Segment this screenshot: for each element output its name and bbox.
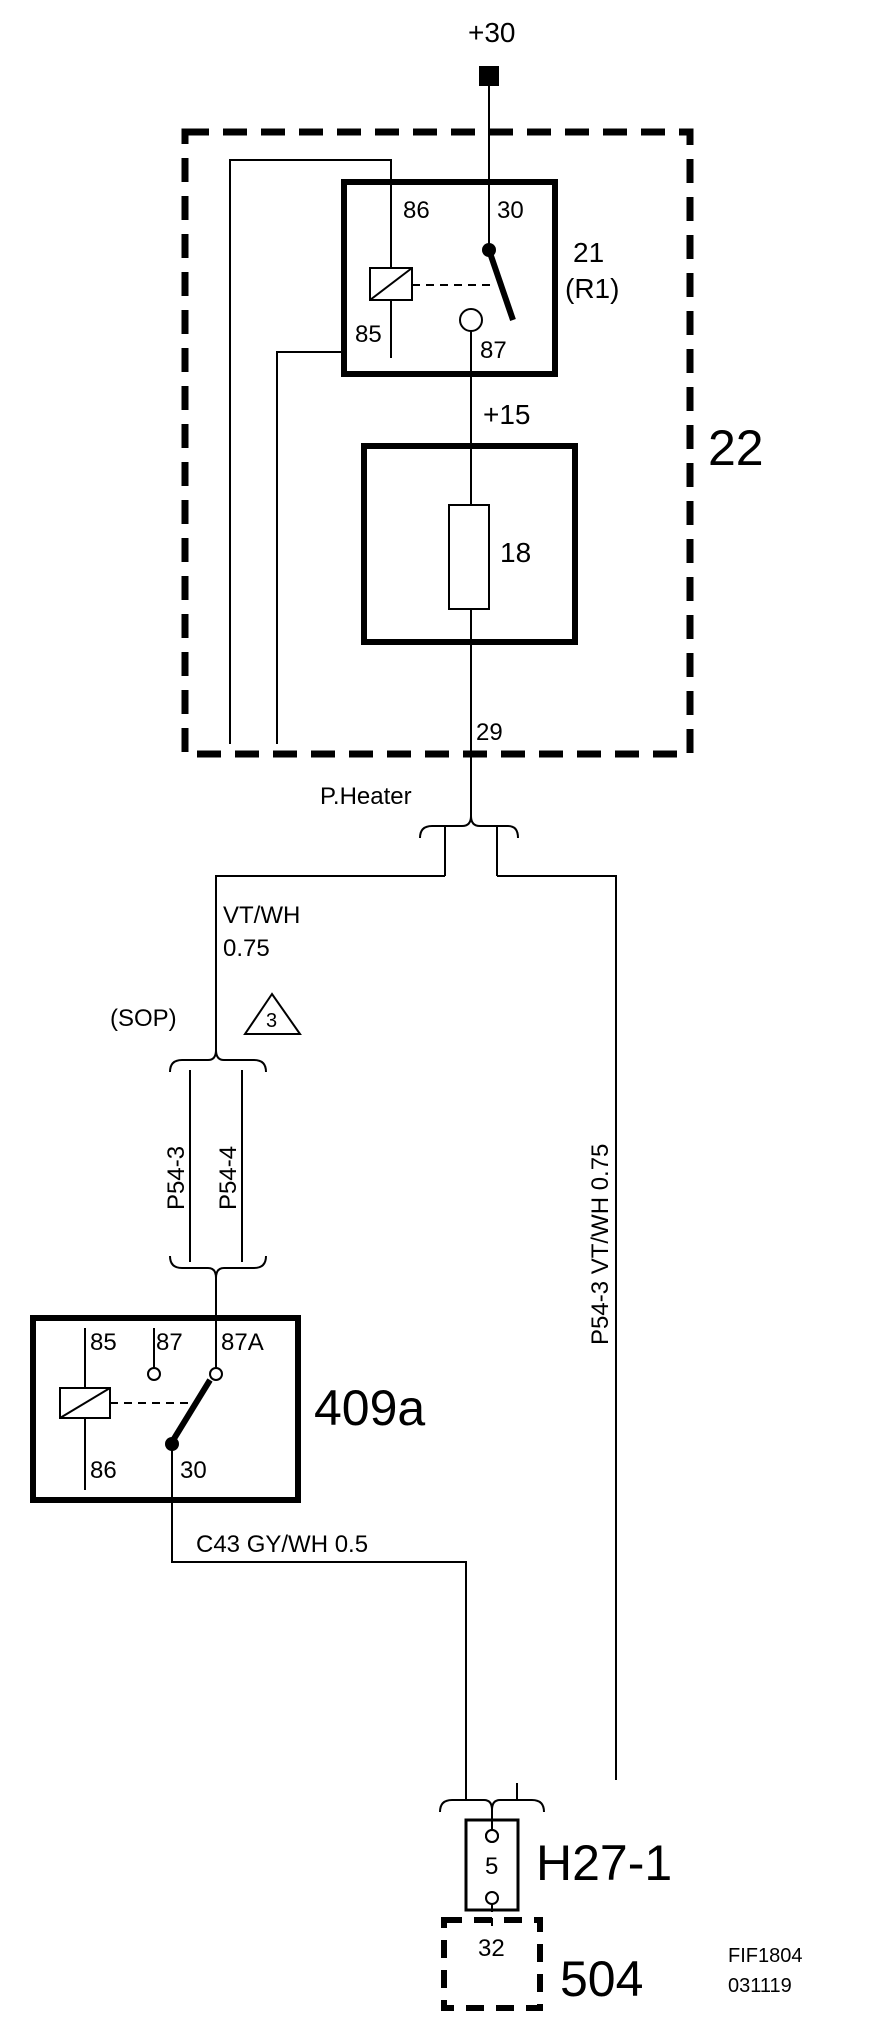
sop-label: (SOP) xyxy=(110,1005,177,1032)
relay-409a-pin30: 30 xyxy=(180,1457,207,1484)
relay-409a-pin86: 86 xyxy=(90,1457,117,1484)
module-22-box xyxy=(181,128,694,758)
connector-heater-bracket xyxy=(419,815,519,839)
relay-409a-box xyxy=(30,1315,301,1503)
relay-21-box xyxy=(341,179,558,377)
wire-left-size: 0.75 xyxy=(223,935,270,962)
supply-plus30-label: +30 xyxy=(468,17,516,48)
relay-409a-label: 409a xyxy=(314,1380,425,1436)
wire-p54-4-label: P54-4 xyxy=(215,1146,242,1210)
component-504-box xyxy=(441,1917,543,2011)
drawing-ref-line1: FIF1804 xyxy=(728,1945,802,1967)
component-504-pin: 32 xyxy=(478,1935,505,1962)
relay-409a-switch-arm xyxy=(169,1378,213,1444)
fuse-h27-label-final: H27-1 xyxy=(536,1835,672,1891)
relay-409a-coil-diag xyxy=(59,1387,111,1419)
wire-85-loop xyxy=(276,351,344,744)
fuse-h27-pin-bottom-final xyxy=(485,1891,499,1905)
relay-409a-pin87: 87 xyxy=(156,1329,183,1356)
supply-plus15-label: +15 xyxy=(483,399,531,430)
module-22-label: 22 xyxy=(708,420,764,476)
supply-terminal xyxy=(479,66,499,86)
connector-heater-label: P.Heater xyxy=(320,783,412,810)
relay-21-pin85: 85 xyxy=(355,321,382,348)
wire-p54-3-label: P54-3 xyxy=(163,1146,190,1210)
relay-409a-contact-87a xyxy=(209,1367,223,1381)
connector-sop-top xyxy=(169,1049,267,1073)
wire-bottom-label: C43 GY/WH 0.5 xyxy=(196,1531,368,1558)
relay-21-coil-diag xyxy=(369,267,413,301)
wire-86-loop xyxy=(229,159,392,744)
relay-21-pin30: 30 xyxy=(497,197,524,224)
fuse-18-label: 18 xyxy=(500,537,531,568)
wire-right-label: P54-3 VT/WH 0.75 xyxy=(587,1144,614,1345)
wire-left-color: VT/WH xyxy=(223,902,300,929)
fuse-18-element xyxy=(448,504,490,610)
note-triangle-number: 3 xyxy=(266,1010,277,1032)
note-triangle xyxy=(243,992,302,1035)
fuse-h27-position-final: 5 xyxy=(485,1853,498,1880)
drawing-ref-line2: 031119 xyxy=(728,1975,792,1997)
relay-409a-contact-87 xyxy=(147,1367,161,1381)
wire-left-branch xyxy=(215,875,445,1056)
pin-29-label: 29 xyxy=(476,719,503,746)
relay-21-pin86: 86 xyxy=(403,197,430,224)
relay-21-pin87: 87 xyxy=(480,337,507,364)
relay-21-ref: (R1) xyxy=(565,273,619,304)
relay-21-id: 21 xyxy=(573,237,604,268)
component-504-label: 504 xyxy=(560,1951,643,2007)
relay-21-switch-arm xyxy=(486,249,516,321)
relay-409a-pin85: 85 xyxy=(90,1329,117,1356)
relay-409a-pin87a: 87A xyxy=(221,1329,264,1356)
fuse-18-box xyxy=(361,443,578,645)
